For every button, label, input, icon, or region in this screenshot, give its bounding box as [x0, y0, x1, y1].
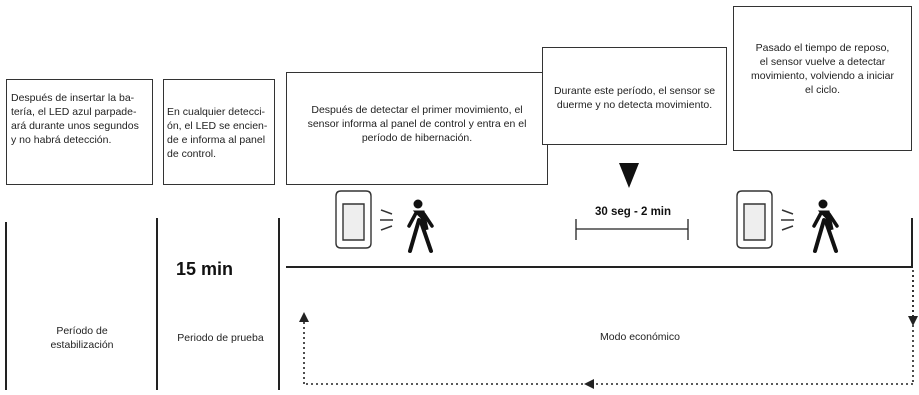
- motion-sensor-icon: [335, 190, 372, 249]
- sleep-range-bracket: [575, 219, 689, 240]
- economy-loop-arrow: [303, 270, 914, 385]
- sleep-note-box: Durante este período, el sensor se duerm…: [542, 47, 727, 145]
- test-phase-label: Periodo de prueba: [177, 332, 264, 344]
- stabilization-phase-label: Período de estabilización: [50, 325, 114, 351]
- motion-sensor-icon: [736, 190, 773, 249]
- sleep-note-text: Durante este período, el sensor se duerm…: [553, 85, 716, 111]
- rest-note-box: Pasado el tiempo de reposo, el sensor vu…: [733, 6, 912, 151]
- sleep-range-label: 30 seg - 2 min: [594, 206, 672, 218]
- arrow-head-up: [299, 312, 309, 322]
- arrow-head-down: [908, 316, 918, 326]
- battery-note-box: Después de insertar la ba- tería, el LED…: [6, 79, 153, 185]
- motion-waves-icon: [781, 209, 794, 231]
- test-duration-label: 15 min: [176, 259, 234, 279]
- walking-person-icon: [812, 199, 839, 253]
- first-motion-note-text: Después de detectar el primer movimiento…: [307, 104, 527, 144]
- motion-waves-icon: [380, 209, 393, 231]
- first-motion-note-box: Después de detectar el primer movimiento…: [286, 72, 548, 185]
- economy-mode-label: Modo económico: [600, 331, 680, 343]
- arrow-head-left: [584, 379, 594, 389]
- detection-note-box: En cualquier detecci- ón, el LED se enci…: [163, 79, 275, 185]
- down-triangle-icon: [619, 163, 639, 188]
- battery-note-text: Después de insertar la ba- tería, el LED…: [11, 92, 139, 146]
- walking-person-icon: [407, 199, 434, 253]
- rest-note-text: Pasado el tiempo de reposo, el sensor vu…: [751, 42, 894, 96]
- detection-note-text: En cualquier detecci- ón, el LED se enci…: [167, 106, 268, 160]
